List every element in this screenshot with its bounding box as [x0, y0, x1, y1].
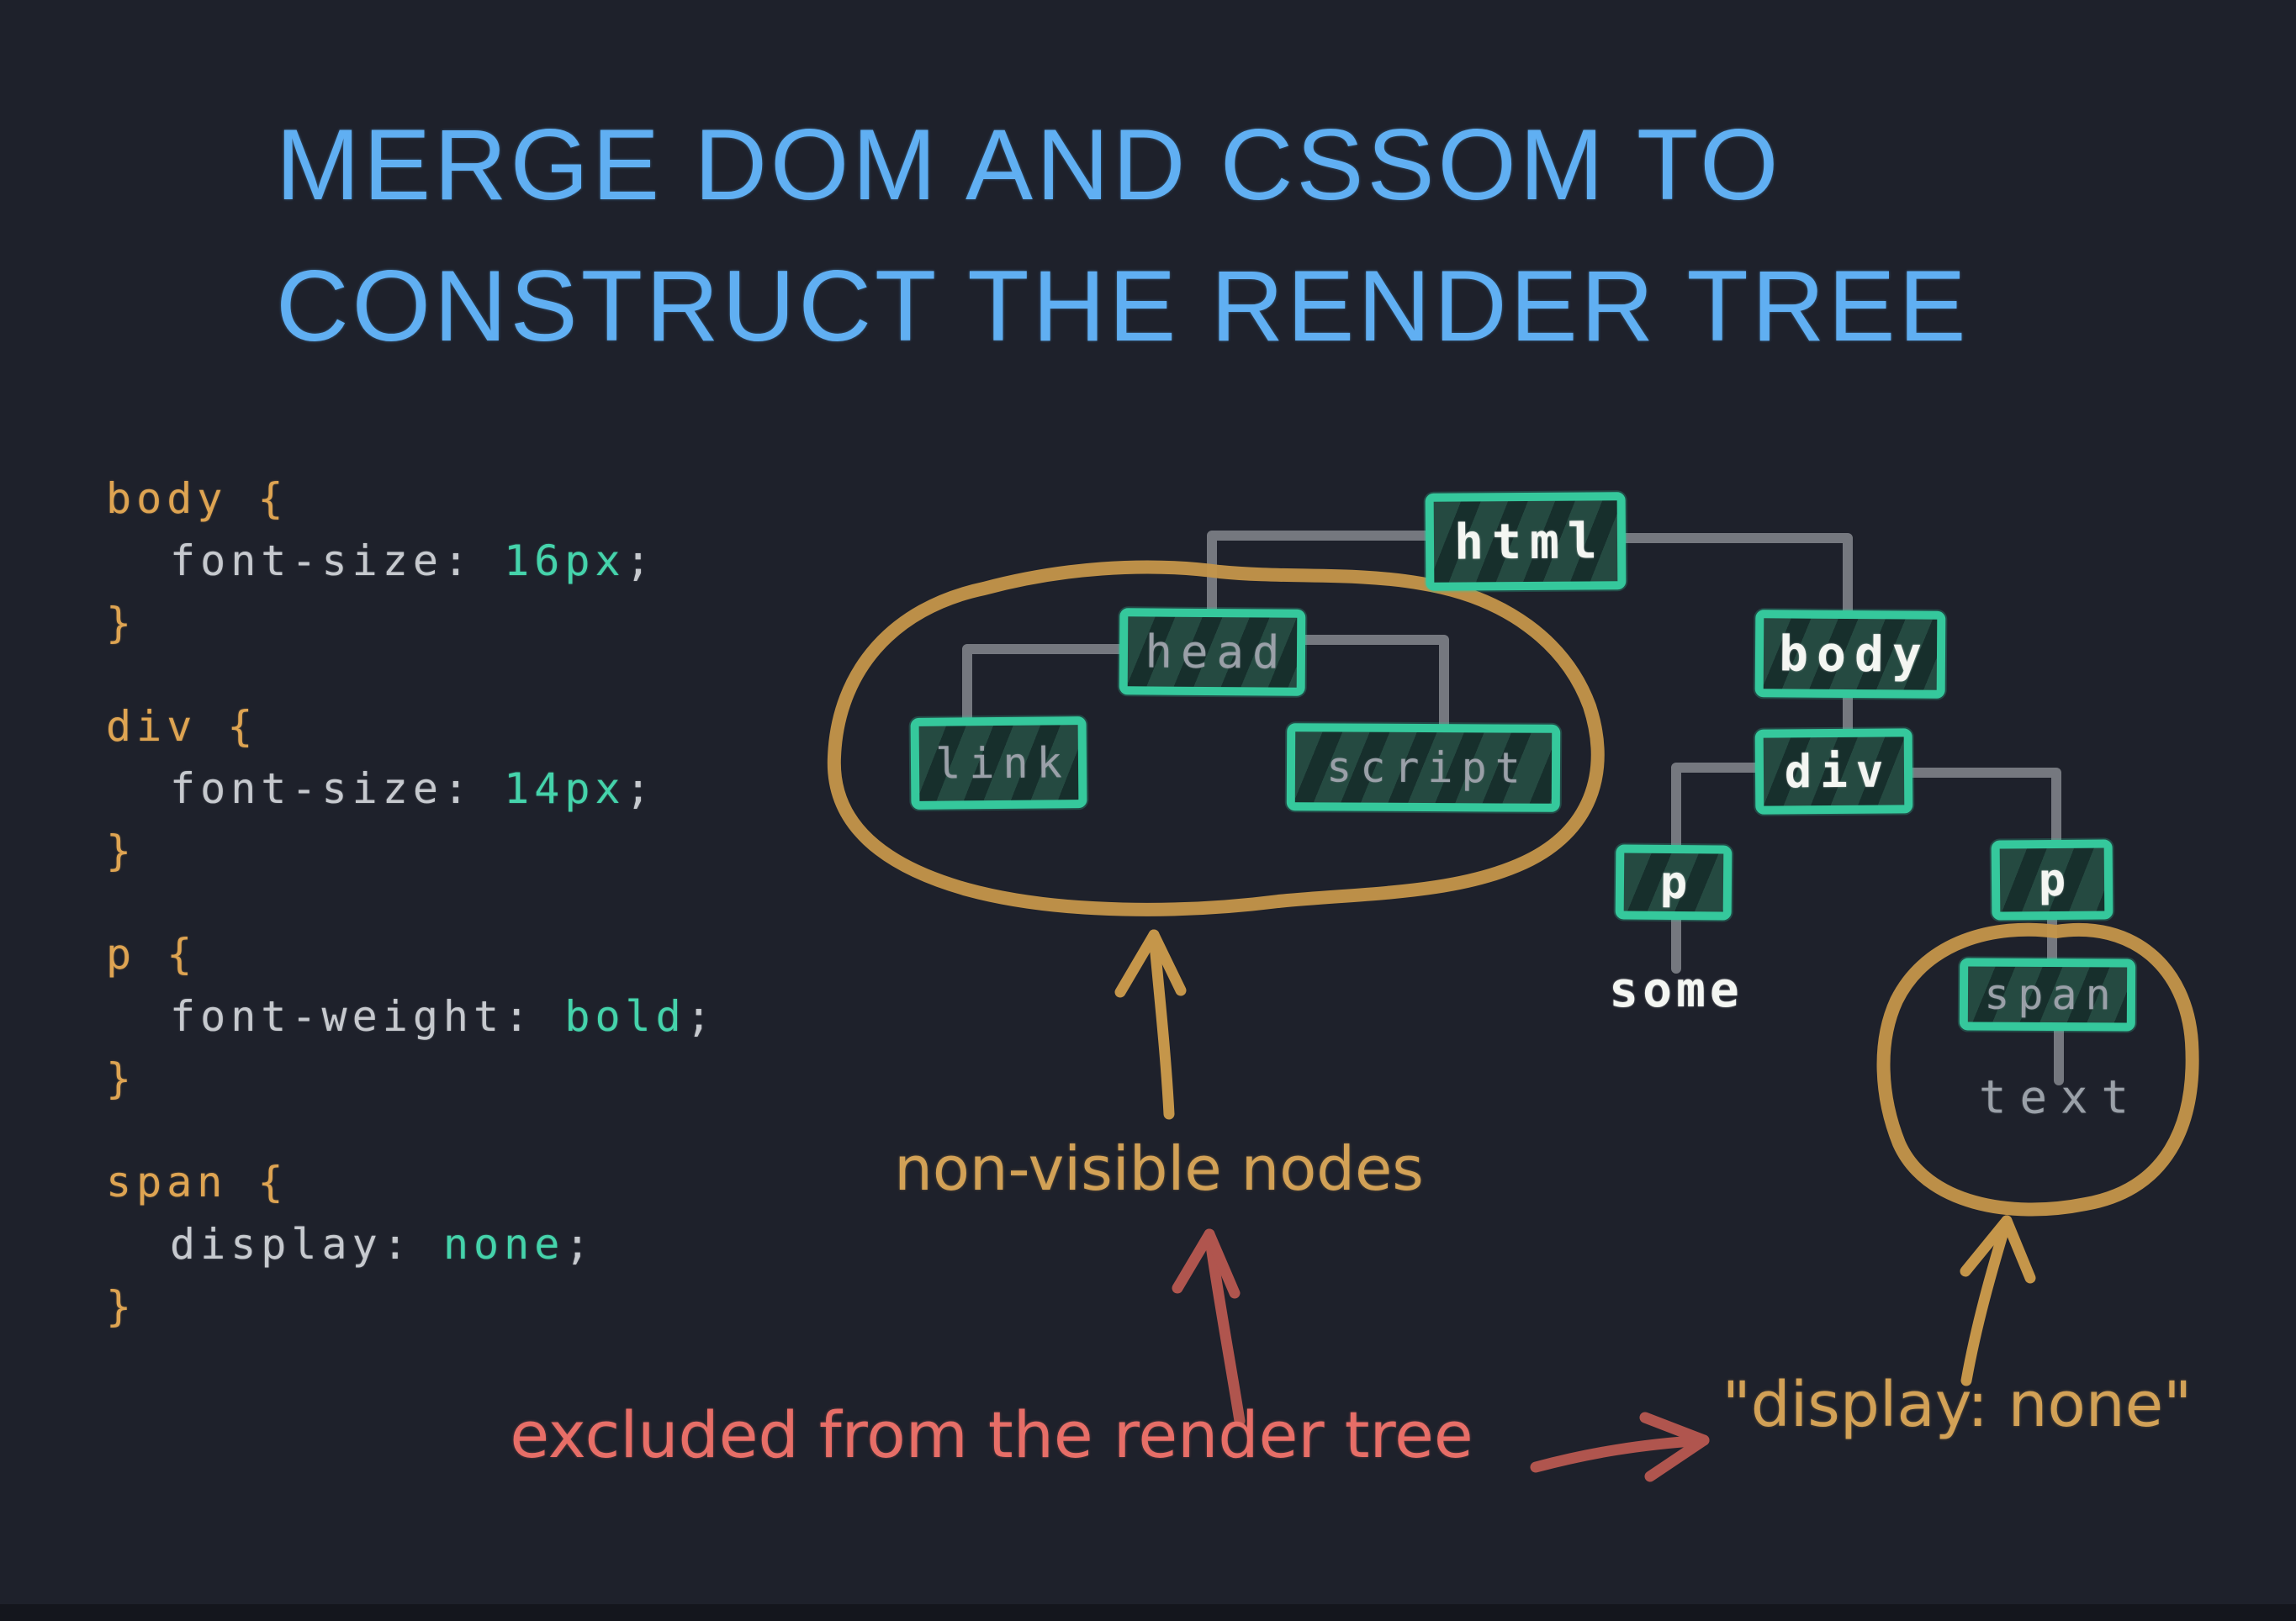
gold-up-arrow-to-circle-head: [1960, 1215, 2036, 1284]
open-brace: {: [167, 930, 198, 979]
display-none-circle-outline: [1876, 922, 2199, 1217]
tree-node-p-right-label: p: [2038, 853, 2075, 907]
close-brace: }: [106, 1282, 137, 1331]
css-property: font-size:: [170, 764, 474, 813]
css-selector: body: [106, 474, 228, 523]
css-rule-span: span { display: none; }: [106, 1151, 717, 1338]
tree-node-html: html: [1425, 492, 1627, 591]
tree-node-head: head: [1119, 608, 1306, 696]
connector-div-p-right: [1907, 768, 2061, 845]
css-value: bold: [564, 992, 686, 1041]
title-line-1: MERGE DOM AND CSSOM TO: [276, 108, 1782, 221]
open-brace: {: [257, 474, 288, 523]
tree-node-script-label: script: [1326, 742, 1529, 793]
page-title: MERGE DOM AND CSSOM TO CONSTRUCT THE REN…: [276, 94, 1970, 377]
tree-node-body: body: [1754, 610, 1946, 699]
tree-node-p-left-label: p: [1659, 855, 1696, 910]
text-node-text: text: [1978, 1070, 2143, 1124]
non-visible-blob-outline: [827, 560, 1605, 916]
tree-node-body-label: body: [1778, 625, 1931, 684]
semicolon: ;: [685, 992, 717, 1041]
red-up-arrow-to-label-head: [1172, 1228, 1241, 1299]
label-non-visible-nodes: non-visible nodes: [894, 1133, 1424, 1204]
red-right-arrow-to-display-none: [1530, 1434, 1710, 1473]
tree-node-p-right: p: [1991, 839, 2113, 921]
connector-head-link: [962, 644, 1124, 722]
tree-node-link: link: [910, 716, 1087, 810]
tree-node-span-label: span: [1984, 969, 2119, 1020]
connector-html-head: [1207, 531, 1431, 614]
connector-head-script: [1300, 635, 1449, 729]
connector-div-p-left: [1671, 763, 1760, 850]
close-brace: }: [106, 599, 137, 647]
css-property: font-size:: [170, 536, 474, 585]
open-brace: {: [257, 1158, 288, 1207]
red-right-arrow-to-display-none-head: [1639, 1412, 1710, 1482]
tree-node-span: span: [1959, 958, 2136, 1032]
connector-html-body: [1621, 533, 1853, 615]
tree-node-html-label: html: [1453, 512, 1606, 571]
tree-node-script: script: [1286, 723, 1561, 812]
text-node-some: some: [1609, 961, 1743, 1018]
gold-up-arrow-to-blob-head: [1114, 929, 1187, 998]
label-display-none: "display: none": [1722, 1369, 2193, 1441]
css-property: display:: [170, 1220, 413, 1269]
tree-node-p-left: p: [1615, 844, 1733, 921]
tree-node-link-label: link: [935, 737, 1071, 789]
css-selector: div: [106, 702, 198, 751]
semicolon: ;: [625, 536, 656, 585]
tree-node-div: div: [1754, 728, 1913, 815]
bottom-edge-shadow: [0, 1604, 2296, 1621]
css-rule-div: div { font-size: 14px; }: [106, 695, 717, 882]
css-code-block: body { font-size: 16px; } div { font-siz…: [106, 467, 717, 1379]
close-brace: }: [106, 826, 137, 875]
css-selector: span: [106, 1158, 228, 1207]
gold-up-arrow-to-circle: [1960, 1215, 2013, 1386]
css-value: 16px: [504, 536, 626, 585]
css-rule-body: body { font-size: 16px; }: [106, 467, 717, 654]
semicolon: ;: [625, 764, 656, 813]
title-line-2: CONSTRUCT THE RENDER TREE: [276, 250, 1970, 362]
close-brace: }: [106, 1054, 137, 1103]
css-selector: p: [106, 930, 137, 979]
css-rule-p: p { font-weight: bold; }: [106, 923, 717, 1110]
css-property: font-weight:: [170, 992, 535, 1041]
label-excluded-from-render-tree: excluded from the render tree: [510, 1397, 1473, 1472]
css-value: 14px: [504, 764, 626, 813]
open-brace: {: [227, 702, 258, 751]
tree-node-div-label: div: [1784, 744, 1892, 799]
semicolon: ;: [564, 1220, 595, 1269]
gold-up-arrow-to-blob: [1148, 929, 1175, 1120]
css-value: none: [442, 1220, 565, 1269]
red-up-arrow-to-label: [1204, 1228, 1246, 1427]
tree-node-head-label: head: [1145, 625, 1288, 679]
